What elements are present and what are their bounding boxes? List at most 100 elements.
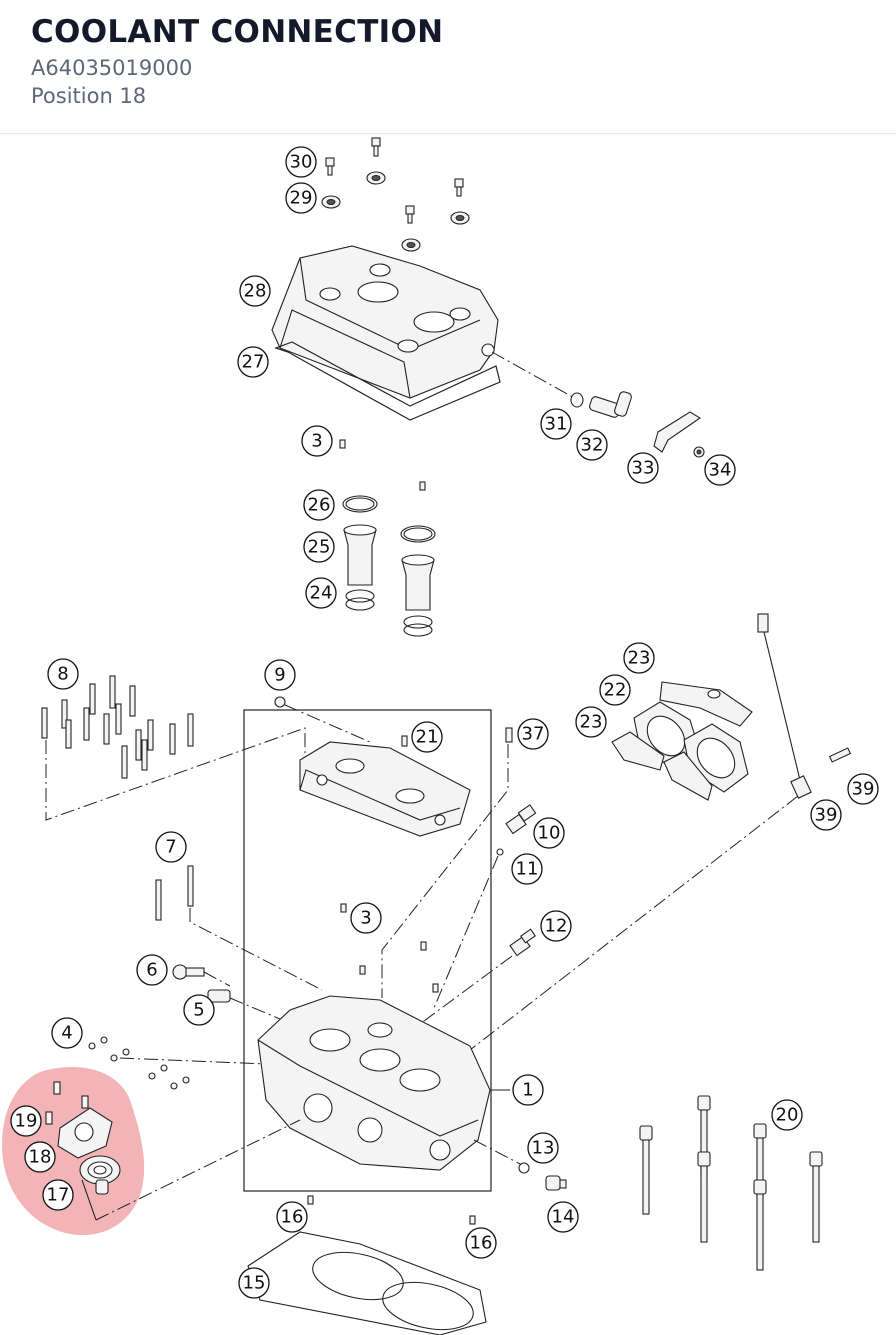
callout-17[interactable]: 17: [42, 1179, 74, 1211]
svg-text:20: 20: [776, 1105, 799, 1126]
nuts-4: [88, 1036, 190, 1090]
svg-text:14: 14: [552, 1207, 575, 1228]
cover-bolts-group: [321, 137, 470, 252]
callout-33[interactable]: 33: [627, 452, 659, 484]
position-label: Position 18: [31, 84, 147, 108]
svg-text:25: 25: [308, 537, 331, 558]
callout-32[interactable]: 32: [576, 429, 608, 461]
svg-text:37: 37: [522, 724, 545, 745]
callout-16a[interactable]: 16: [276, 1201, 308, 1233]
svg-text:16: 16: [470, 1233, 493, 1254]
oil-filter-group: [342, 495, 436, 637]
washer-13: [518, 1162, 530, 1174]
part-number: A64035019000: [31, 56, 193, 80]
callout-12[interactable]: 12: [540, 910, 572, 942]
callout-27[interactable]: 27: [237, 346, 269, 378]
callout-39a[interactable]: 39: [847, 773, 879, 805]
callout-6[interactable]: 6: [136, 954, 168, 986]
svg-text:22: 22: [604, 680, 627, 701]
callout-16b[interactable]: 16: [465, 1227, 497, 1259]
callout-7[interactable]: 7: [155, 831, 187, 863]
pin-6: [172, 964, 205, 980]
callout-37[interactable]: 37: [517, 718, 549, 750]
camshaft-carrier: [299, 741, 471, 837]
callout-22[interactable]: 22: [599, 674, 631, 706]
callout-5[interactable]: 5: [183, 994, 215, 1026]
breather-fitting: [589, 391, 632, 418]
head-gasket: [247, 1231, 487, 1335]
valve-cover: [271, 245, 499, 399]
header: COOLANT CONNECTION A64035019000 Position…: [0, 0, 896, 134]
svg-text:34: 34: [709, 460, 732, 481]
svg-text:30: 30: [290, 152, 313, 173]
svg-text:8: 8: [57, 664, 68, 685]
callout-8[interactable]: 8: [47, 658, 79, 690]
bolts-7: [155, 865, 194, 921]
svg-text:28: 28: [244, 281, 267, 302]
callout-24[interactable]: 24: [305, 577, 337, 609]
callout-18[interactable]: 18: [24, 1141, 56, 1173]
bracket-33: [653, 411, 702, 453]
svg-text:13: 13: [532, 1138, 555, 1159]
cylinder-head: [257, 995, 491, 1171]
svg-text:17: 17: [47, 1185, 70, 1206]
callout-31[interactable]: 31: [540, 408, 572, 440]
svg-text:26: 26: [308, 495, 331, 516]
head-bolts-8: [41, 675, 194, 779]
o-ring-31: [570, 392, 584, 408]
intake-group: [611, 681, 753, 801]
head-bolts-20: [639, 1095, 823, 1271]
callout-29[interactable]: 29: [285, 182, 317, 214]
sensor-12: [509, 928, 536, 957]
callout-9[interactable]: 9: [264, 659, 296, 691]
exploded-parts-diagram: 30 29 28 27 31 32 33 34 3 26 25 24 8 9 2…: [2, 137, 879, 1335]
svg-text:10: 10: [538, 823, 561, 844]
callout-25[interactable]: 25: [303, 531, 335, 563]
callout-14[interactable]: 14: [547, 1201, 579, 1233]
cover-gasket: [274, 341, 501, 421]
svg-text:23: 23: [628, 648, 651, 669]
callout-13[interactable]: 13: [527, 1132, 559, 1164]
callout-20[interactable]: 20: [771, 1099, 803, 1131]
lambda-sensor-39: [757, 613, 852, 799]
svg-text:16: 16: [281, 1207, 304, 1228]
svg-text:3: 3: [311, 431, 322, 452]
svg-text:18: 18: [29, 1147, 52, 1168]
callout-4[interactable]: 4: [51, 1017, 83, 1049]
coolant-connection-group: [45, 1081, 121, 1195]
callout-3b[interactable]: 3: [350, 902, 382, 934]
svg-text:1: 1: [522, 1080, 533, 1101]
svg-text:39: 39: [852, 779, 875, 800]
svg-text:31: 31: [545, 414, 568, 435]
screw-34: [693, 446, 705, 458]
callout-21[interactable]: 21: [411, 721, 443, 753]
callout-10[interactable]: 10: [533, 817, 565, 849]
svg-text:32: 32: [581, 435, 604, 456]
svg-text:15: 15: [243, 1273, 266, 1294]
callout-23b[interactable]: 23: [575, 706, 607, 738]
callout-28[interactable]: 28: [239, 275, 271, 307]
page-title: COOLANT CONNECTION: [31, 14, 444, 50]
callout-15[interactable]: 15: [238, 1267, 270, 1299]
callout-19[interactable]: 19: [10, 1105, 42, 1137]
callout-39b[interactable]: 39: [810, 799, 842, 831]
svg-text:5: 5: [193, 1000, 204, 1021]
svg-text:27: 27: [242, 352, 265, 373]
svg-text:24: 24: [310, 583, 333, 604]
sensor-10: [505, 804, 537, 835]
svg-text:21: 21: [416, 727, 439, 748]
callout-3a[interactable]: 3: [301, 425, 333, 457]
callout-1[interactable]: 1: [512, 1074, 544, 1106]
callout-23a[interactable]: 23: [623, 642, 655, 674]
svg-text:29: 29: [290, 188, 313, 209]
callout-11[interactable]: 11: [511, 853, 543, 885]
svg-text:39: 39: [815, 805, 838, 826]
svg-text:3: 3: [360, 908, 371, 929]
svg-text:19: 19: [15, 1111, 38, 1132]
callout-34[interactable]: 34: [704, 454, 736, 486]
sleeve-5: [207, 989, 231, 1003]
svg-text:7: 7: [165, 837, 176, 858]
svg-text:33: 33: [632, 458, 655, 479]
callout-30[interactable]: 30: [285, 146, 317, 178]
callout-26[interactable]: 26: [303, 489, 335, 521]
